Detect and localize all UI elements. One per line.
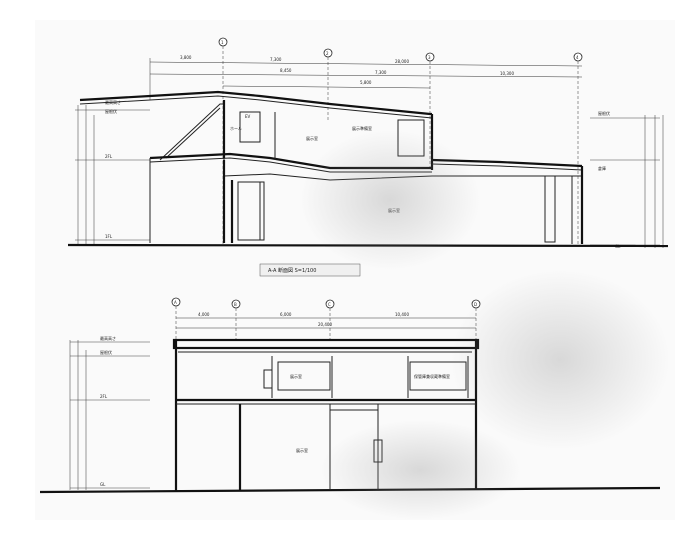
photo-shadow bbox=[300, 130, 480, 270]
dim-mid-2: 7,300 bbox=[375, 70, 387, 75]
room-upper-6: 倉庫 bbox=[598, 165, 606, 171]
level-2fl: 2FL bbox=[105, 154, 113, 159]
upper-level-markers-left: 最高高さ 屋根伏 2FL 1FL bbox=[75, 99, 150, 245]
lower-level-2fl: 2FL bbox=[100, 394, 108, 399]
room-lower-3: 展示室 bbox=[296, 447, 308, 453]
level-1fl: 1FL bbox=[105, 234, 113, 239]
room-lower-2: 保管庫兼収蔵準備室 bbox=[414, 373, 450, 379]
photo-shadow bbox=[320, 420, 520, 520]
upper-dimension-lines: 3,800 7,300 28,000 8,450 7,300 10,300 5,… bbox=[149, 55, 583, 100]
room-upper-1: 展示室 bbox=[306, 135, 318, 141]
grid-bubble-4-label: 4 bbox=[576, 55, 579, 60]
dim-top-2: 7,300 bbox=[270, 57, 282, 62]
dim-mid-3: 10,300 bbox=[500, 71, 514, 76]
dim-low-1: 5,800 bbox=[360, 80, 372, 85]
lower-room-labels: 展示室 保管庫兼収蔵準備室 展示室 bbox=[290, 373, 450, 453]
lower-level-markers: 最高高さ 屋根伏 2FL GL bbox=[69, 335, 150, 490]
upper-grid-bubbles: 1 2 3 4 bbox=[218, 37, 583, 62]
grid-bubble-2-label: 2 bbox=[326, 51, 329, 56]
dim-mid-1: 8,450 bbox=[280, 68, 292, 73]
dim-lower-1: 4,000 bbox=[198, 312, 210, 317]
dim-lower-2: 6,000 bbox=[280, 312, 292, 317]
grid-bubble-c: C bbox=[328, 302, 331, 307]
level-roof: 屋根伏 bbox=[105, 108, 117, 114]
grid-bubble-a: A bbox=[174, 300, 177, 305]
section-title-box bbox=[259, 263, 361, 277]
room-lower-1: 展示室 bbox=[290, 373, 302, 379]
grid-bubble-1-label: 1 bbox=[221, 40, 224, 45]
dim-top-3: 28,000 bbox=[395, 59, 409, 64]
room-upper-3: EV bbox=[245, 114, 251, 119]
section-title: A-A 断面図 S=1/100 bbox=[268, 267, 316, 274]
dim-lower-total: 20,400 bbox=[318, 322, 332, 327]
dim-lower-3: 10,400 bbox=[395, 312, 409, 317]
grid-bubble-3-label: 3 bbox=[428, 55, 431, 60]
lower-level-top: 最高高さ bbox=[100, 335, 116, 341]
room-upper-4: ホール bbox=[230, 126, 242, 131]
grid-bubble-b: B bbox=[234, 302, 237, 307]
lower-level-roof: 屋根伏 bbox=[100, 349, 112, 355]
dim-top-1: 3,800 bbox=[180, 55, 192, 60]
level-right-top: 屋根伏 bbox=[598, 110, 610, 116]
room-upper-2: 展示準備室 bbox=[352, 125, 372, 131]
lower-dimension-lines: 4,000 6,000 10,400 20,400 bbox=[176, 312, 476, 329]
photo-shadow bbox=[450, 270, 670, 450]
lower-level-gl: GL bbox=[100, 482, 106, 487]
